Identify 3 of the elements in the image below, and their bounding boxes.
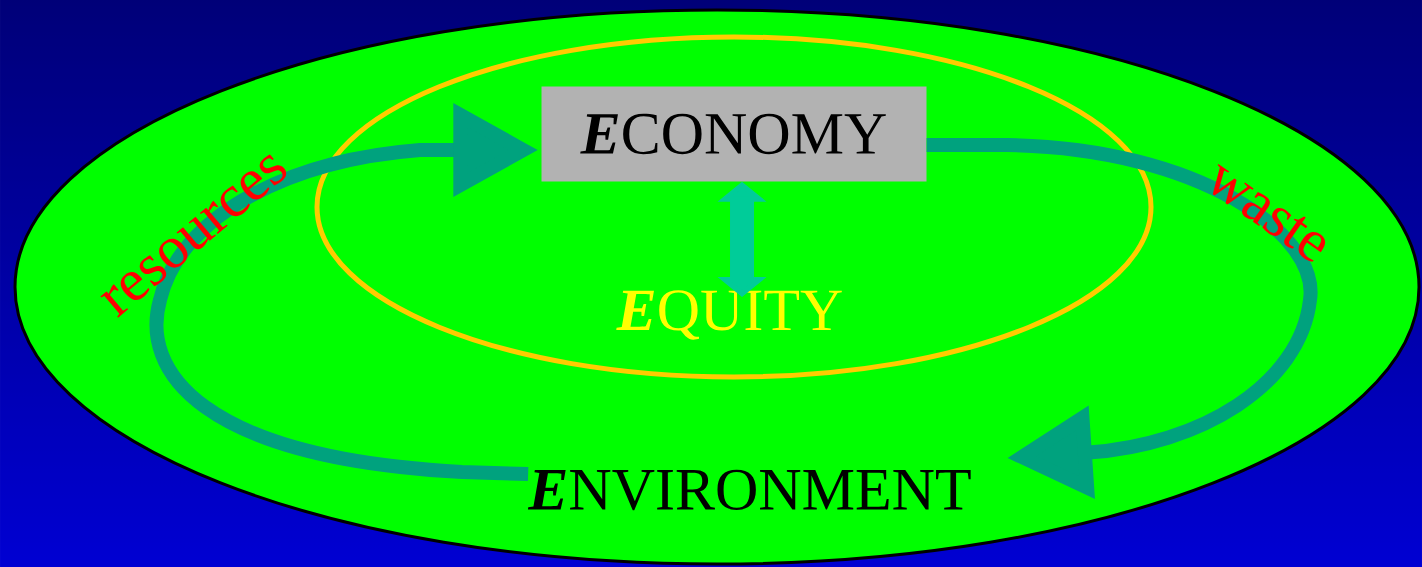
economy-box: ECONOMY bbox=[541, 86, 927, 182]
curved-arrow bbox=[926, 138, 1317, 500]
edge-label: waste bbox=[1212, 163, 1326, 262]
